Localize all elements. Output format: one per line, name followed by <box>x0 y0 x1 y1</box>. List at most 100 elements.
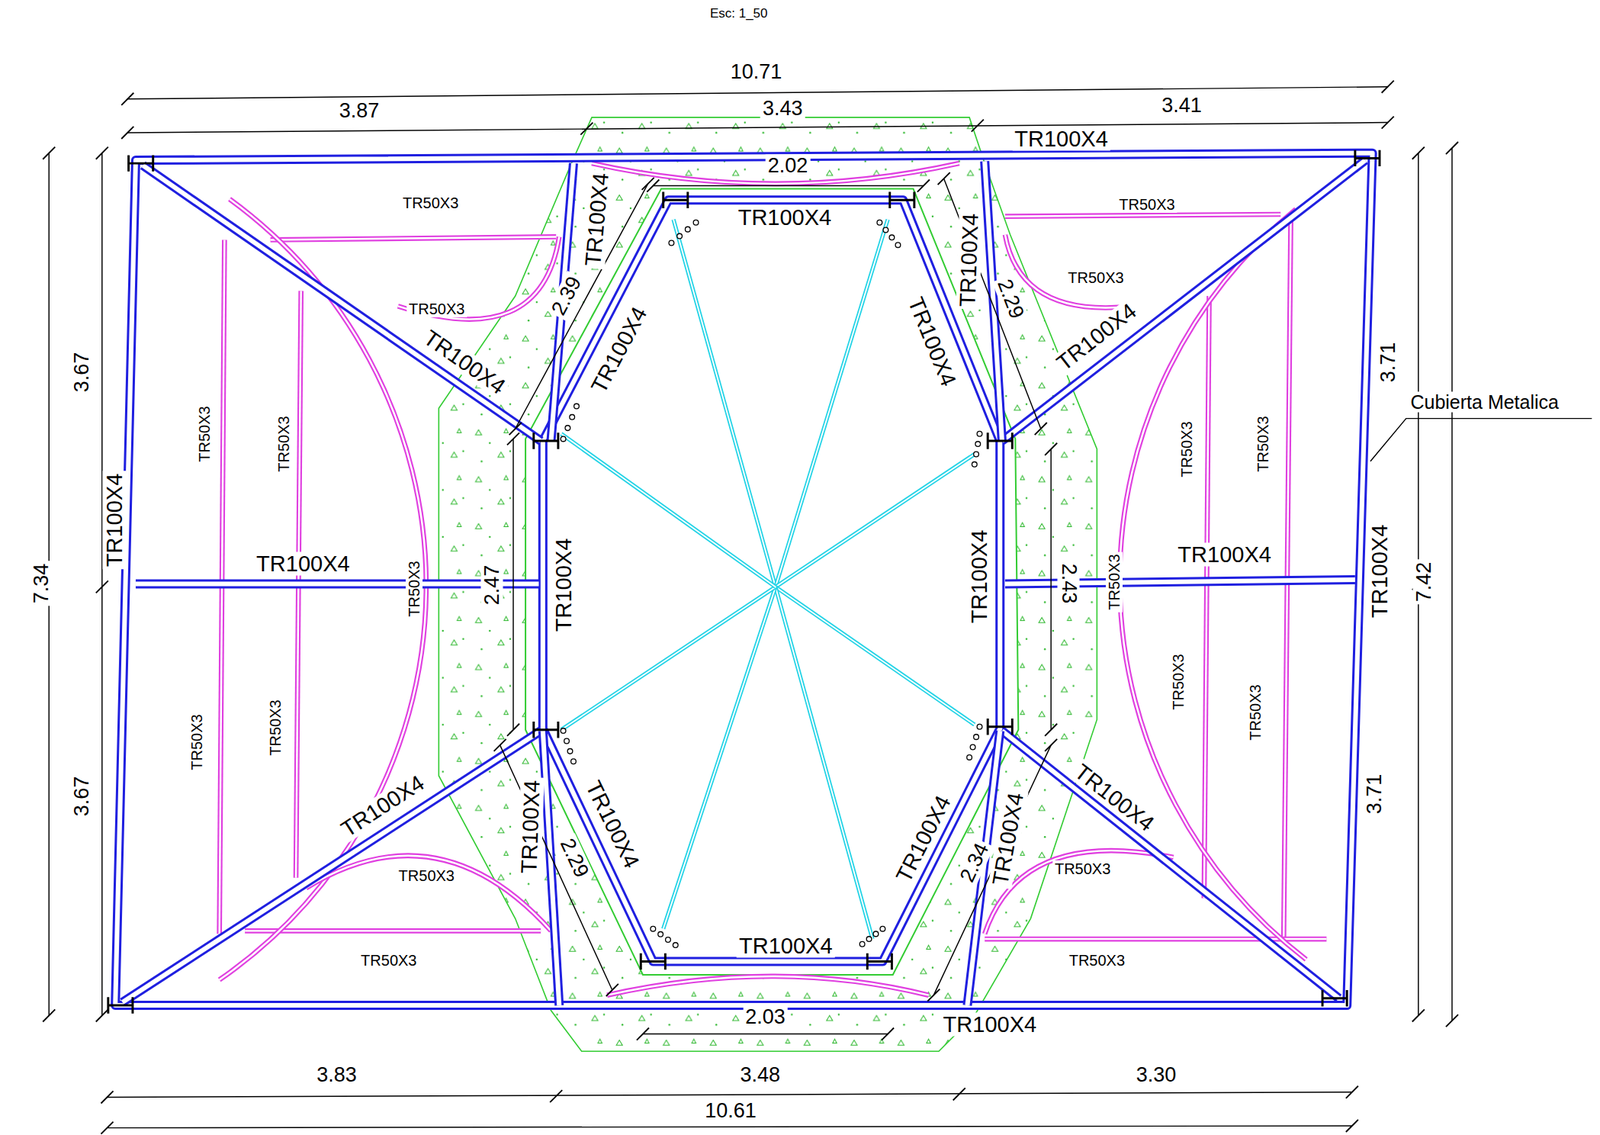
secondary-member <box>270 236 557 240</box>
primary-beam-core <box>122 730 542 1003</box>
member-label: TR50X3 <box>1105 551 1123 612</box>
tension-brace-core <box>775 219 888 588</box>
member-label: TR100X4 <box>941 1012 1040 1037</box>
dimension-tick <box>1445 141 1459 155</box>
tension-brace-core <box>561 586 776 730</box>
member-label: TR100X4 <box>517 777 544 877</box>
secondary-arc <box>219 199 427 980</box>
member-label: TR50X3 <box>188 711 206 772</box>
bolt <box>567 748 573 755</box>
octagon-beam-core <box>542 199 1000 961</box>
bolt <box>693 219 699 225</box>
tension-brace <box>673 219 776 588</box>
column-symbol <box>867 953 892 970</box>
member-label: TR50X3 <box>195 403 213 464</box>
dimension-value: 3.87 <box>337 99 383 122</box>
member-label: TR50X3 <box>396 867 457 884</box>
leader-line <box>1370 418 1592 462</box>
dimension-line <box>1451 147 1453 1021</box>
dimension-tick <box>1445 1014 1459 1027</box>
bolt <box>976 723 983 730</box>
member-label: TR100X4 <box>1367 522 1392 621</box>
dimension-line <box>512 438 514 730</box>
dimension-tick <box>927 989 940 1002</box>
bolt <box>971 462 977 468</box>
dimension-line <box>101 153 103 1016</box>
dimension-value: 2.43 <box>1057 561 1080 607</box>
bolt <box>866 936 872 942</box>
dimension-tick <box>953 1087 966 1100</box>
bolt <box>564 738 570 744</box>
column-symbol <box>889 192 915 209</box>
octagon-beam <box>542 199 1000 961</box>
member-label: TR50X3 <box>1066 951 1128 969</box>
perimeter-beam-core <box>115 153 1372 1006</box>
dimension-tick <box>580 122 593 135</box>
perimeter-beam <box>115 153 1372 1006</box>
bolt <box>873 931 879 937</box>
primary-beam <box>1002 160 1366 441</box>
bolt <box>668 240 675 246</box>
dimension-tick <box>1034 422 1048 435</box>
bolt <box>571 758 577 765</box>
tension-brace <box>775 586 873 939</box>
member-label: TR100X4 <box>551 535 576 634</box>
secondary-arc-core <box>219 199 427 980</box>
member-label: TR50X3 <box>1178 418 1196 479</box>
member-label: TR50X3 <box>358 951 419 969</box>
dimension-tick <box>1412 1008 1425 1022</box>
secondary-arc <box>1005 234 1133 309</box>
dimension-line <box>933 745 1051 996</box>
secondary-member-core <box>244 929 541 932</box>
tension-brace-core <box>673 219 776 588</box>
dimension-tick <box>96 580 109 593</box>
bolt <box>967 755 973 761</box>
secondary-member <box>1204 295 1210 898</box>
dimension-tick <box>1044 443 1058 456</box>
column-symbol <box>987 718 1013 735</box>
tension-brace-core <box>561 433 776 588</box>
bolt <box>880 925 886 932</box>
dimension-line <box>642 1033 888 1035</box>
secondary-member-core <box>270 236 557 240</box>
bolt <box>658 931 664 937</box>
column-symbol <box>108 996 133 1013</box>
secondary-member-core <box>1204 295 1210 898</box>
tension-brace <box>561 433 776 588</box>
dimension-tick <box>1412 147 1425 160</box>
dimension-value: 2.47 <box>480 562 503 608</box>
tension-brace <box>561 586 776 730</box>
member-label: TR100X4 <box>736 934 836 958</box>
column-symbol <box>533 721 559 738</box>
secondary-arc <box>607 976 929 996</box>
dimension-value: 3.71 <box>1376 340 1399 386</box>
secondary-arc-core <box>1005 234 1133 309</box>
dimension-tick <box>121 126 134 139</box>
dimension-tick <box>494 738 507 752</box>
dimension-line <box>127 122 1388 133</box>
column-symbol <box>1355 150 1380 167</box>
dimension-tick <box>1346 1119 1359 1132</box>
dimension-value: 2.02 <box>765 154 811 177</box>
scale-note: Esc: 1_50 <box>707 6 771 21</box>
dimension-tick <box>917 179 930 193</box>
dimension-tick <box>971 119 984 132</box>
dimension-tick <box>606 983 619 996</box>
dimension-tick <box>507 723 520 736</box>
tension-brace-core <box>663 586 776 929</box>
tension-brace-core <box>775 586 975 725</box>
member-label: TR50X3 <box>266 697 284 758</box>
column-symbol <box>533 432 559 449</box>
tension-brace <box>663 586 776 929</box>
dimension-value: 3.67 <box>70 350 94 396</box>
dimension-tick <box>1381 116 1395 129</box>
dimension-tick <box>881 1027 894 1040</box>
member-label: TR50X3 <box>275 413 293 474</box>
bolt <box>684 226 691 232</box>
secondary-member <box>1005 214 1281 217</box>
dimension-tick <box>96 147 109 160</box>
bolt <box>665 937 672 943</box>
dimension-value: 10.61 <box>702 1098 759 1122</box>
bolt <box>650 925 656 932</box>
member-label: TR100X4 <box>1175 542 1274 566</box>
